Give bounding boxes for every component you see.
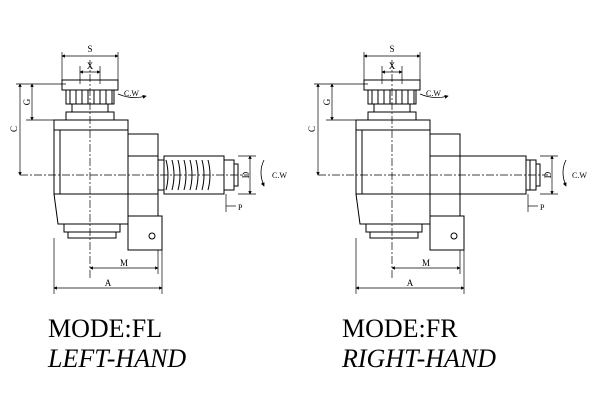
- left-dim-cw-side: C.W: [272, 171, 287, 180]
- left-dimension-labels: S X G C C.W C.W D P M A: [9, 44, 287, 288]
- right-dim-s: S: [389, 44, 394, 54]
- right-dim-c: C: [307, 126, 317, 132]
- left-centerlines: [20, 60, 248, 278]
- right-dim-d: D: [543, 171, 553, 178]
- left-hand-label: LEFT-HAND: [48, 344, 187, 373]
- right-dimension-lines: [314, 52, 558, 294]
- right-dim-cw-side: C.W: [572, 171, 587, 180]
- right-rotation-top-icon: [419, 93, 449, 99]
- right-dim-m: M: [422, 258, 430, 268]
- left-dim-cw-top: C.W: [124, 89, 139, 98]
- left-side-housing: [127, 133, 163, 251]
- right-rotation-side-icon: [562, 159, 567, 187]
- right-mode-label: MODE:FR: [342, 314, 458, 343]
- right-dim-cw-top: C.W: [426, 89, 441, 98]
- right-centerlines: [318, 60, 548, 278]
- left-dimension-lines: [16, 52, 256, 294]
- left-rotation-top-icon: [117, 93, 147, 99]
- right-dim-x: X: [389, 61, 396, 71]
- left-main-body: [53, 119, 129, 239]
- left-dim-m: M: [120, 258, 128, 268]
- left-dim-a: A: [105, 278, 112, 288]
- left-rotation-side-icon: [260, 159, 265, 187]
- left-dim-s: S: [87, 44, 92, 54]
- left-hand-drawing: [16, 52, 265, 294]
- right-hand-drawing: [314, 52, 567, 294]
- right-dim-a: A: [407, 278, 414, 288]
- right-main-body: [355, 119, 431, 239]
- left-dim-p: P: [238, 203, 243, 212]
- left-mode-label: MODE:FL: [48, 314, 163, 343]
- left-dim-g: G: [22, 98, 32, 105]
- right-dim-p: P: [540, 203, 545, 212]
- right-side-housing: [429, 133, 465, 251]
- left-dim-d: D: [241, 171, 251, 178]
- left-dim-x: X: [87, 61, 94, 71]
- left-dim-c: C: [9, 126, 19, 132]
- right-hand-label: RIGHT-HAND: [342, 344, 497, 373]
- right-dim-g: G: [322, 98, 332, 105]
- right-dimension-labels: S X G C C.W C.W D P M A: [307, 44, 587, 288]
